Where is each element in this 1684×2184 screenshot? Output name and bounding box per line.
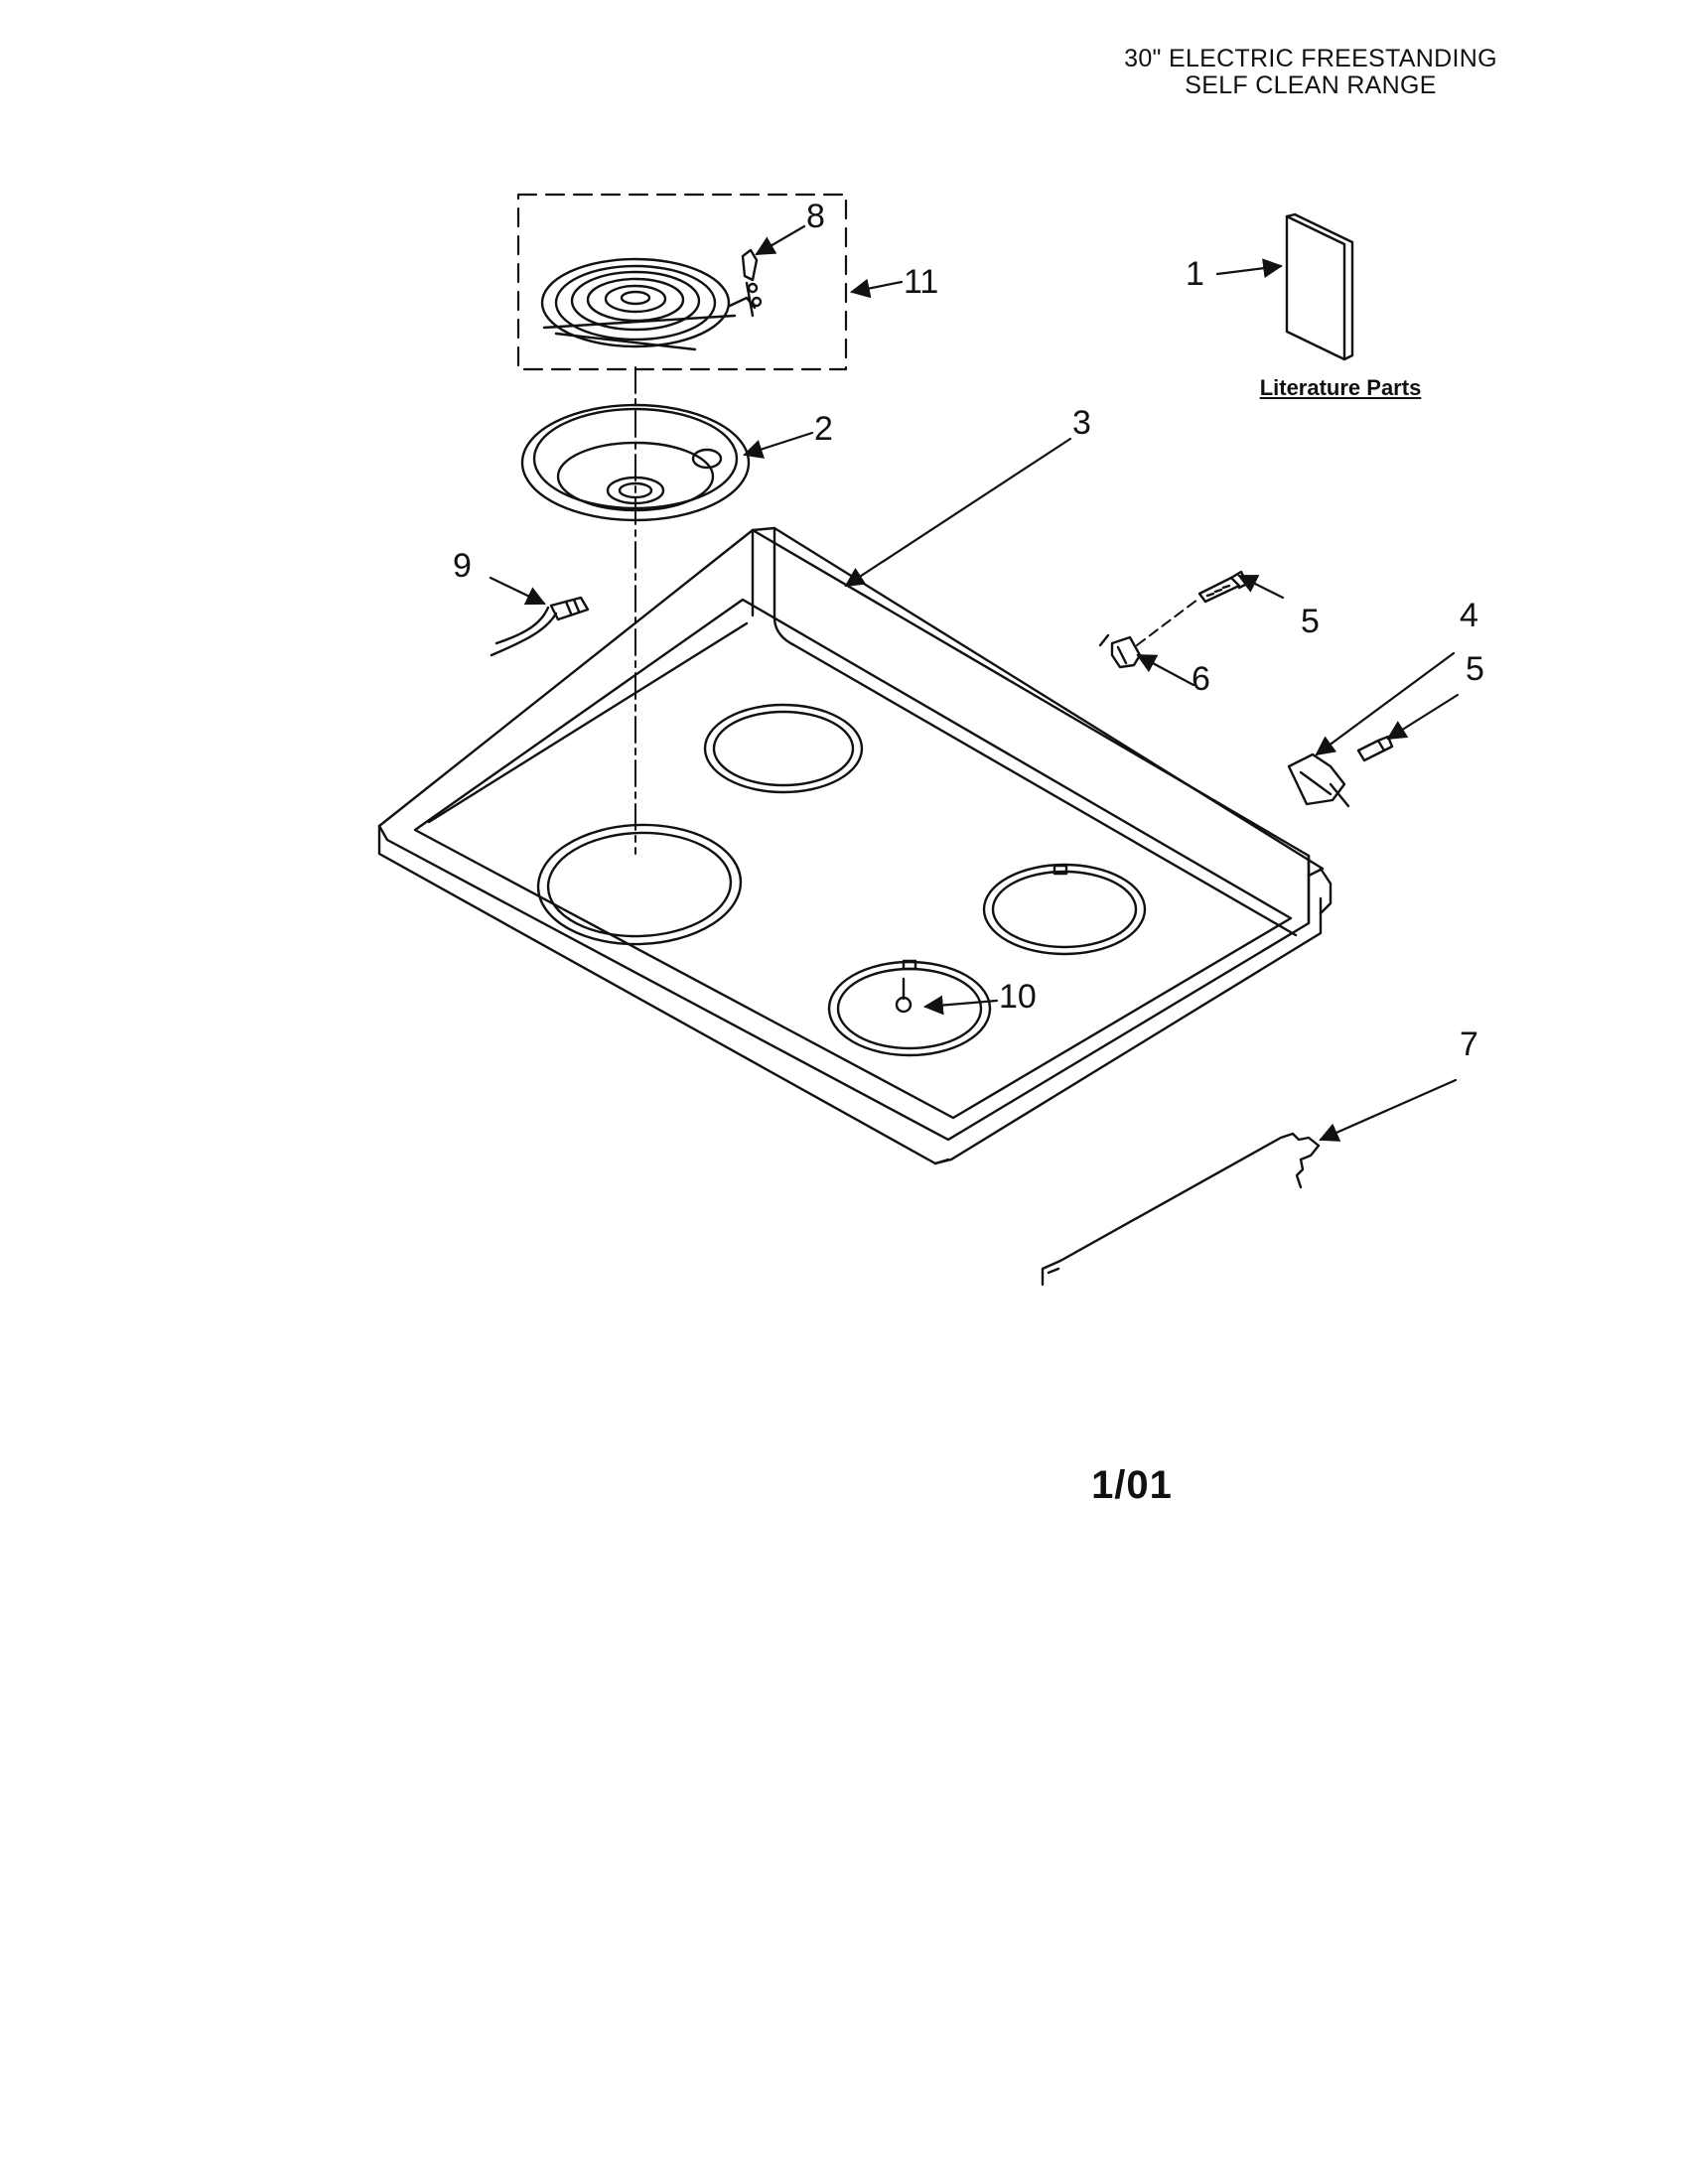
callout-leaders xyxy=(489,224,1460,1142)
callout-10: 10 xyxy=(999,978,1037,1016)
title-line-1: 30" ELECTRIC FREESTANDING xyxy=(1124,45,1497,72)
element-assembly-box xyxy=(516,193,848,371)
callout-1: 1 xyxy=(1186,255,1204,293)
terminal-block-part xyxy=(741,248,763,308)
callout-3: 3 xyxy=(1072,404,1091,442)
callout-5b: 5 xyxy=(1466,650,1484,688)
burner-screw-part xyxy=(895,977,912,1014)
burner-openings xyxy=(536,703,1147,1057)
callout-4: 4 xyxy=(1460,597,1478,634)
bracket-and-screw-part xyxy=(1287,735,1394,808)
callout-11: 11 xyxy=(904,263,939,301)
surface-element-coil xyxy=(540,257,757,351)
date-code: 1/01 xyxy=(1091,1463,1173,1507)
cooktop-part xyxy=(377,526,1333,1165)
callout-2: 2 xyxy=(814,410,833,448)
page-title: 30" ELECTRIC FREESTANDING SELF CLEAN RAN… xyxy=(1092,46,1529,99)
anti-tip-bracket-rod xyxy=(1041,1132,1321,1287)
callout-8: 8 xyxy=(806,198,825,235)
callout-6: 6 xyxy=(1192,660,1210,698)
callout-9: 9 xyxy=(453,547,472,585)
literature-parts-label: Literature Parts xyxy=(1259,375,1422,400)
callout-7: 7 xyxy=(1460,1025,1478,1063)
screw-and-clip-part xyxy=(1098,570,1249,669)
callout-5a: 5 xyxy=(1301,603,1320,640)
literature-booklet-part xyxy=(1285,212,1354,361)
title-line-2: SELF CLEAN RANGE xyxy=(1185,71,1437,99)
wire-connector-part xyxy=(490,596,590,657)
